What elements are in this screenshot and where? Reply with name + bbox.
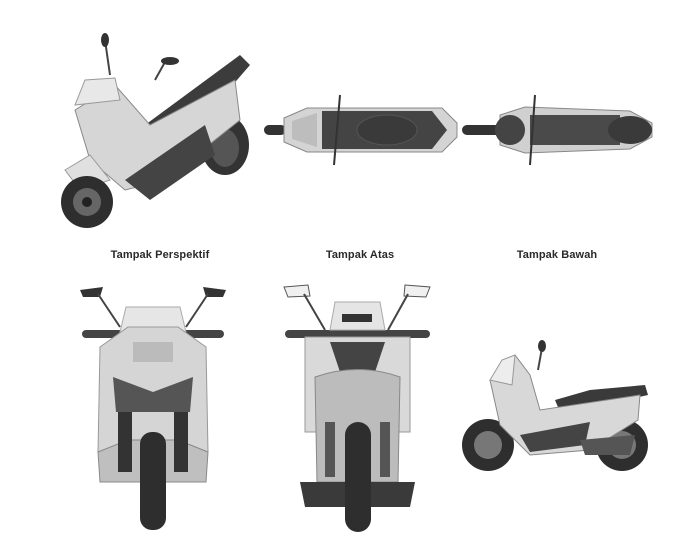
rear-view xyxy=(280,282,435,534)
scooter-bottom-image xyxy=(462,94,653,166)
scooter-side-image xyxy=(462,340,648,471)
side-view xyxy=(460,340,660,475)
perspective-view xyxy=(55,30,255,235)
top-view xyxy=(262,93,460,167)
caption-bottom: Tampak Bawah xyxy=(516,249,598,261)
scooter-perspective-image xyxy=(61,33,250,228)
front-view xyxy=(78,282,228,534)
scooter-top-image xyxy=(264,94,458,166)
bottom-view xyxy=(460,93,660,167)
caption-top: Tampak Atas xyxy=(325,249,395,261)
scooter-front-image xyxy=(80,287,226,530)
caption-perspective: Tampak Perspektif xyxy=(110,249,210,261)
scooter-rear-image xyxy=(283,284,431,532)
